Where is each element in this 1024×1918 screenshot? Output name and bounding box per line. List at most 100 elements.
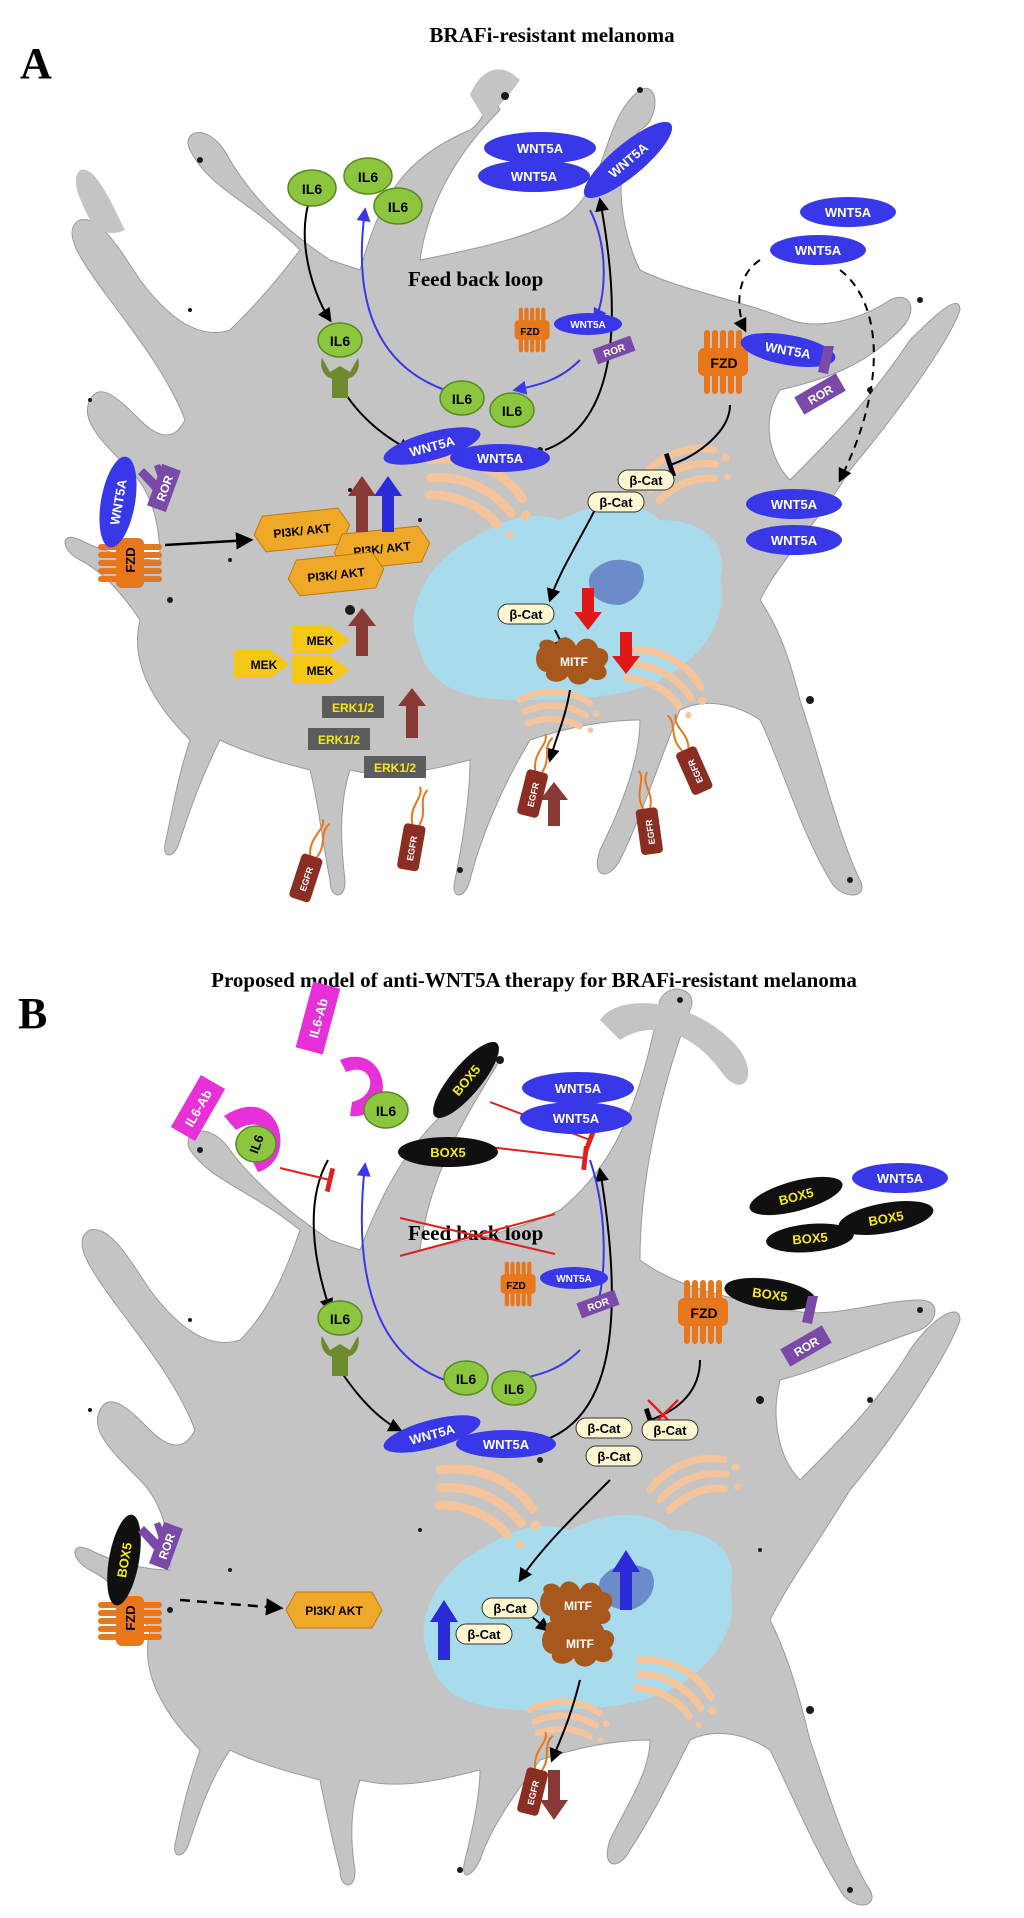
panel-a-title: BRAFi-resistant melanoma (429, 23, 675, 47)
up-arrow-nucleus-right (612, 1550, 640, 1610)
panel-b-wnt5a-intracellular: WNT5A WNT5A (383, 1415, 556, 1458)
panel-b-wnt5a-cluster-top: WNT5A WNT5A (520, 1072, 634, 1134)
panel-a-wnt5a-intracellular: WNT5A WNT5A (383, 427, 550, 472)
wnt5a-label: WNT5A (570, 320, 606, 331)
panel-a-erk-group: ERK1/2 ERK1/2 ERK1/2 (308, 696, 426, 778)
fzd-label: FZD (123, 1605, 138, 1630)
erk-label: ERK1/2 (374, 761, 416, 775)
erk-label: ERK1/2 (332, 701, 374, 715)
wnt5a-label: WNT5A (477, 451, 524, 466)
fzd-label: FZD (710, 355, 737, 371)
panel-a-mitf: MITF (536, 637, 609, 685)
il6-label: IL6 (456, 1371, 476, 1387)
box5-label: BOX5 (114, 1541, 135, 1578)
pi3k-label: PI3K/ AKT (273, 521, 332, 541)
panel-b-bcat-to-nucleus-arrow (518, 1479, 611, 1583)
bcat-label: β-Cat (599, 495, 633, 510)
up-arrow-mek (348, 608, 376, 656)
wnt5a-label: WNT5A (771, 533, 818, 548)
wnt5a-label: WNT5A (555, 1081, 602, 1096)
panel-a-wnt5a-secretion-arrow (544, 197, 613, 451)
pi3k-label: PI3K/ AKT (305, 1604, 363, 1618)
fzd-label: FZD (520, 327, 539, 338)
panel-b-il6-free: IL6 (363, 1091, 409, 1129)
panel-b-il6-group-mid: IL6 IL6 (443, 1360, 537, 1406)
panel-b-letter: B (18, 989, 47, 1038)
panel-a-wnt5a-to-il6-arrow (356, 207, 446, 391)
panel-a-fzd-inhibit-bcat (663, 404, 731, 478)
panel-b-specks (88, 997, 923, 1893)
panel-a-bcat-group: β-Cat β-Cat β-Cat (497, 469, 675, 625)
egfr-label: EGFR (405, 835, 419, 862)
panel-b-bcat-to-mitf-arrow (529, 1614, 551, 1632)
panel-b-receptor-complex-small: FZD WNT5A ROR (500, 1261, 620, 1319)
panel-a-receptor-complex-right: FZD WNT5A ROR (698, 330, 846, 415)
panel-a-wnt5a-to-fzd-arrow (589, 209, 607, 323)
panel-b-filopodium-top-right (600, 1003, 749, 1085)
panel-a-feedback-loop-label: Feed back loop (408, 267, 543, 291)
panel-a-bcat-to-nucleus-arrow (546, 499, 601, 603)
panel-a-il6-receptor: IL6 (317, 322, 363, 398)
panel-b-mitf-1: MITF (540, 1581, 613, 1629)
panel-b-box5-top-group: BOX5 BOX5 (398, 1041, 499, 1167)
up-arrow-pi3k-red (348, 476, 376, 532)
panel-b-mitf-2: MITF (542, 1619, 615, 1667)
wnt5a-label: WNT5A (553, 1111, 600, 1126)
il6-label: IL6 (358, 169, 378, 185)
wnt5a-label: WNT5A (877, 1171, 924, 1186)
bcat-label: β-Cat (509, 607, 543, 622)
bcat-label: β-Cat (587, 1421, 621, 1436)
box5-label: BOX5 (867, 1208, 904, 1229)
mitf-label: MITF (564, 1599, 592, 1613)
il6-label: IL6 (452, 391, 472, 407)
panel-a-receptor-to-pi3k-arrow (164, 532, 254, 550)
panel-a-pi3k-group: PI3K/ AKT PI3K/ AKT PI3K/ AKT (253, 507, 431, 597)
panel-a-wnt5a-cluster-right: WNT5A WNT5A (770, 197, 896, 265)
bcat-label: β-Cat (629, 473, 663, 488)
mek-label: MEK (307, 664, 334, 678)
mek-label: MEK (307, 634, 334, 648)
wnt5a-label: WNT5A (483, 1437, 530, 1452)
wnt5a-label: WNT5A (825, 205, 872, 220)
down-arrow-egfr (540, 1770, 568, 1820)
il6-label: IL6 (330, 1311, 350, 1327)
panel-a-il6-group-mid: IL6 IL6 (439, 380, 535, 428)
il6-label: IL6 (502, 403, 522, 419)
panel-a: A BRAFi-resistant melanoma (20, 23, 961, 905)
bcat-label: β-Cat (467, 1627, 501, 1642)
panel-a-egfr-group: EGFR EGFR EGFR EGFR EGFR (287, 709, 715, 905)
egfr-label: EGFR (644, 818, 657, 845)
up-arrow-pi3k-blue (374, 476, 402, 532)
mitf-label: MITF (560, 655, 588, 669)
panel-b-pi3k: PI3K/ AKT (285, 1591, 383, 1629)
down-arrow-bcat (574, 588, 602, 630)
wnt5a-label: WNT5A (511, 169, 558, 184)
panel-b-fzd-inhibit-bcat (643, 1359, 701, 1433)
panel-a-filopodium-top (470, 69, 520, 120)
up-arrow-erk (398, 688, 426, 738)
il6-label: IL6 (302, 181, 322, 197)
panel-b-box5-right-group: BOX5 BOX5 BOX5 (749, 1176, 934, 1253)
panel-b-il6ab-right: IL6-Ab (295, 981, 383, 1117)
panel-b-wnt5a-right: WNT5A (852, 1163, 948, 1193)
wnt5a-label: WNT5A (517, 141, 564, 156)
down-arrow-mitf (612, 632, 640, 674)
il6-label: IL6 (246, 1133, 267, 1156)
panel-b-regulation-arrows (430, 1550, 640, 1820)
up-arrow-egfr (540, 782, 568, 826)
fzd-label: FZD (690, 1305, 717, 1321)
panel-b-il6ab-inhibit (279, 1167, 336, 1193)
panel-b-feedback-cross (399, 1213, 556, 1257)
panel-a-nucleolus (589, 559, 644, 605)
box5-label: BOX5 (792, 1229, 829, 1247)
box5-label: BOX5 (430, 1145, 465, 1160)
erk-label: ERK1/2 (318, 733, 360, 747)
panel-a-dashed-loop-top (733, 259, 761, 333)
up-arrow-nucleus-left (430, 1600, 458, 1660)
bcat-label: β-Cat (597, 1449, 631, 1464)
panel-b-wnt5a-secretion-arrow (544, 1167, 613, 1441)
mitf-label: MITF (566, 1637, 594, 1651)
panel-a-dashed-loop-right (838, 269, 875, 483)
il6-label: IL6 (504, 1381, 524, 1397)
